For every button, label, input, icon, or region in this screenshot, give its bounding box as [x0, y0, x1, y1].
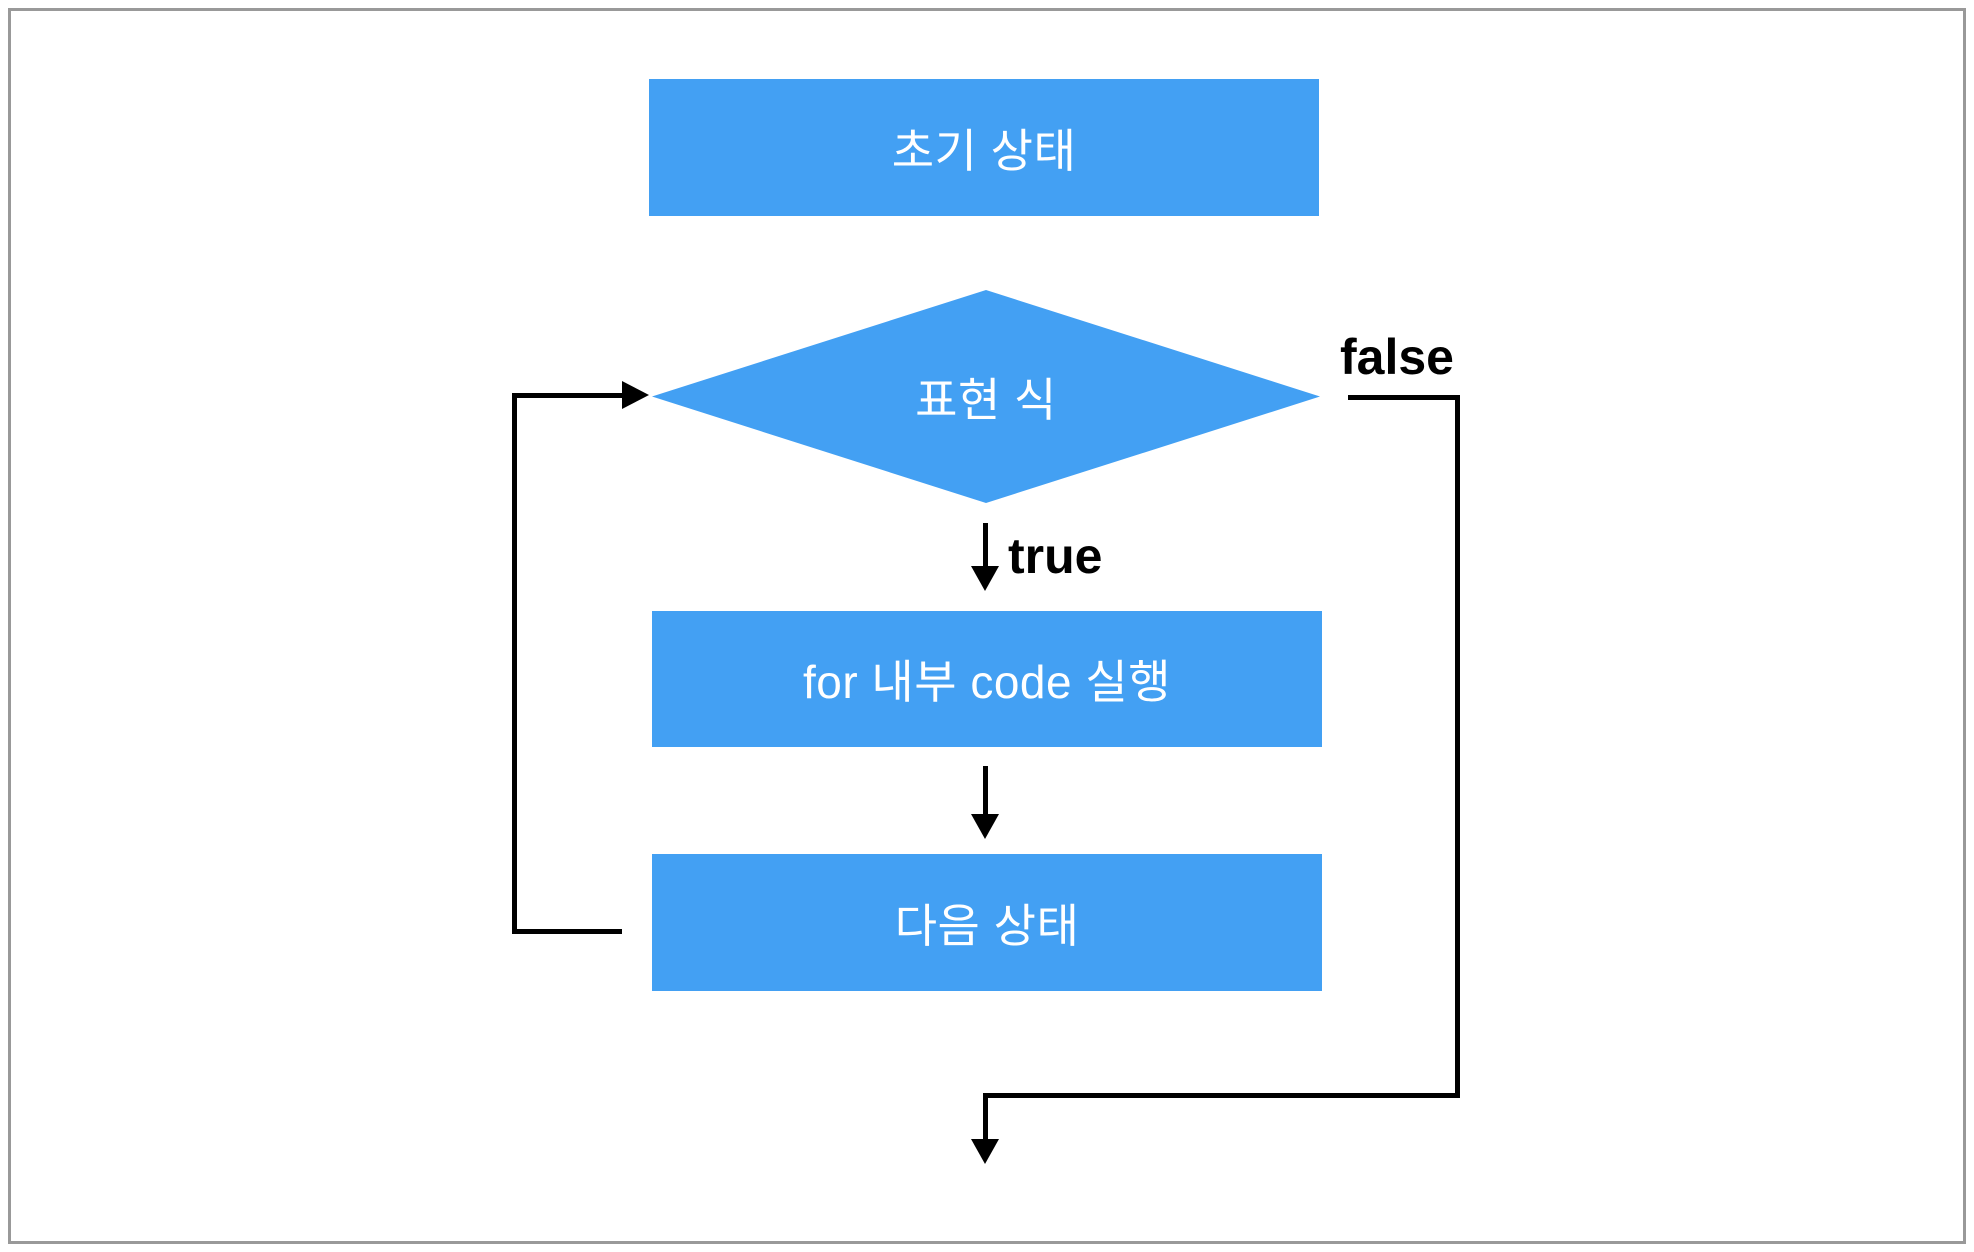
node-condition-diamond: 표현 식 [652, 290, 1320, 503]
node-initial-state: 초기 상태 [649, 79, 1319, 216]
node-initial-state-label: 초기 상태 [891, 124, 1077, 177]
edge-false-return-segment [983, 1093, 1460, 1098]
node-loop-body-label: for 내부 code 실행 [802, 656, 1172, 708]
edge-loopback-top-segment [512, 393, 622, 398]
node-loop-body: for 내부 code 실행 [652, 611, 1322, 747]
edge-false-top-segment [1348, 395, 1460, 400]
node-condition-label: 표현 식 [915, 373, 1057, 426]
arrowhead-true-icon [971, 566, 999, 591]
arrowhead-exit-icon [971, 1139, 999, 1164]
node-next-state-label: 다음 상태 [894, 899, 1080, 952]
node-next-state: 다음 상태 [652, 854, 1322, 991]
edge-loopback-bottom-segment [512, 929, 622, 934]
edge-false-vertical-segment [1455, 395, 1460, 1098]
edge-loopback-vertical-segment [512, 393, 517, 934]
edge-true-line [983, 523, 988, 567]
edge-body-to-next-line [983, 766, 988, 815]
arrowhead-into-condition-icon [622, 381, 649, 409]
edge-label-true: true [1008, 528, 1103, 584]
edge-exit-line [983, 1093, 988, 1140]
edge-label-false: false [1340, 329, 1454, 385]
arrowhead-body-to-next-icon [971, 814, 999, 839]
